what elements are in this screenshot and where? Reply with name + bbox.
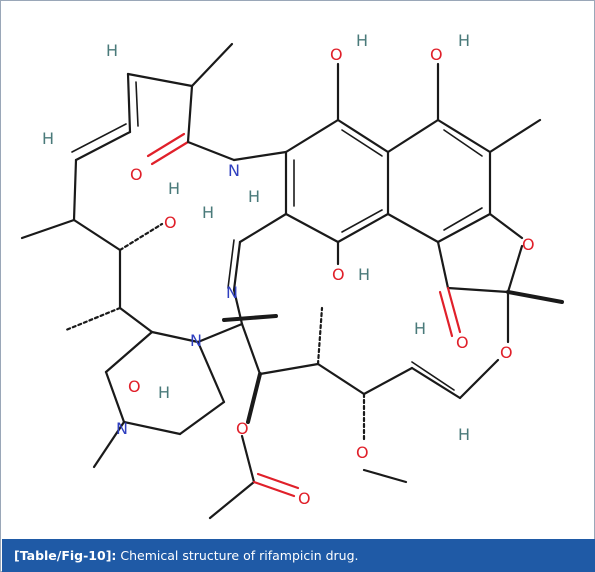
hydrogen-atom-label: H bbox=[414, 319, 426, 338]
hydrogen-atom-label: H bbox=[458, 31, 470, 50]
oxygen-atom-label: O bbox=[128, 377, 141, 396]
oxygen-atom-label: O bbox=[522, 235, 535, 254]
hydrogen-atom-label: H bbox=[248, 187, 260, 206]
hydrogen-atom-label: H bbox=[42, 129, 54, 148]
oxygen-atom-label: O bbox=[356, 443, 369, 462]
oxygen-atom-label: O bbox=[236, 419, 249, 438]
hydrogen-atom-label: H bbox=[356, 31, 368, 50]
figure-caption: [Table/Fig-10]:Chemical structure of rif… bbox=[2, 539, 595, 572]
oxygen-atom-label: O bbox=[332, 265, 345, 284]
hydrogen-atom-label: H bbox=[458, 425, 470, 444]
hydrogen-atom-label: H bbox=[168, 179, 180, 198]
nitrogen-atom-label: N bbox=[190, 331, 202, 350]
hydrogen-atom-label: H bbox=[106, 41, 118, 60]
hydrogen-atom-label: H bbox=[158, 383, 170, 402]
nitrogen-atom-label: N bbox=[116, 419, 128, 438]
nitrogen-atom-label: N bbox=[226, 283, 238, 302]
caption-text: Chemical structure of rifampicin drug. bbox=[120, 548, 359, 563]
oxygen-atom-label: O bbox=[430, 45, 443, 64]
hydrogen-atom-label: H bbox=[202, 203, 214, 222]
nitrogen-atom-label: N bbox=[228, 161, 240, 180]
oxygen-atom-label: O bbox=[164, 213, 177, 232]
hydrogen-atom-label: H bbox=[358, 265, 370, 284]
oxygen-atom-label: O bbox=[500, 343, 513, 362]
rifampicin-structure-diagram: O O O O O O O O O O O O N N N N H H H H … bbox=[20, 31, 564, 520]
oxygen-atom-label: O bbox=[130, 165, 143, 184]
caption-tag: [Table/Fig-10]: bbox=[14, 548, 117, 563]
oxygen-atom-label: O bbox=[330, 45, 343, 64]
oxygen-atom-label: O bbox=[298, 489, 311, 508]
oxygen-atom-label: O bbox=[456, 333, 469, 352]
